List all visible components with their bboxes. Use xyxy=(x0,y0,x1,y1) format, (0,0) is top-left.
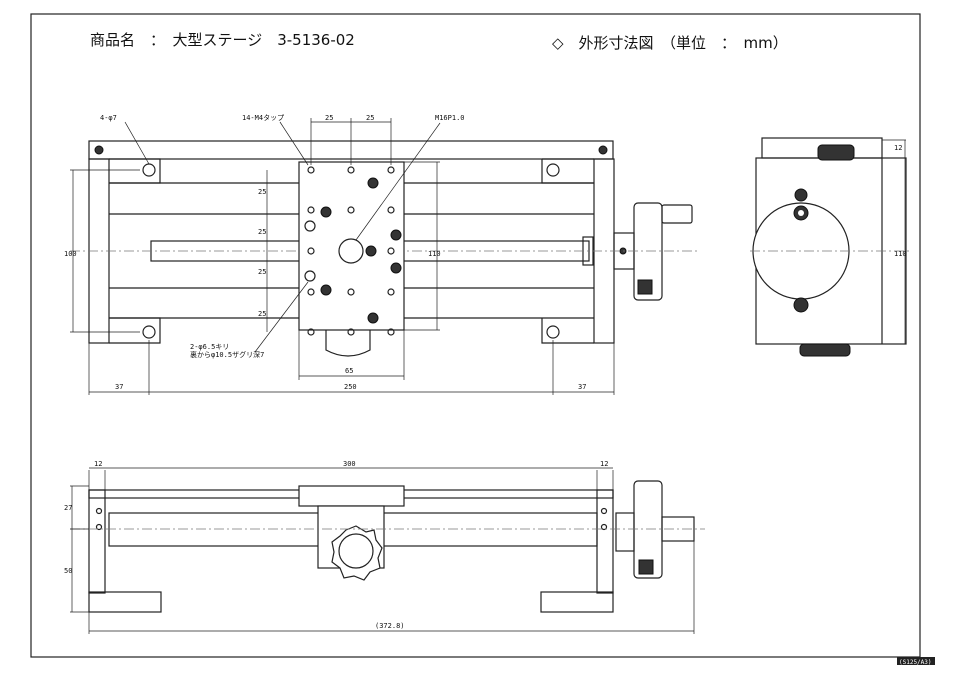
tap-holes xyxy=(304,166,402,336)
dim-pitch-y-4: 25 xyxy=(258,310,266,318)
dim-pitch-x-2: 25 xyxy=(366,114,374,122)
dim-upper-height: 27 xyxy=(64,504,72,512)
note-thread: M16P1.0 xyxy=(435,114,465,122)
top-view: 25 25 4-φ7 14-M4タップ M16P1.0 2-φ6.5キリ 裏から… xyxy=(64,113,700,395)
dim-left-offset: 37 xyxy=(115,383,123,391)
front-view: 12 300 12 27 50 (372.8) xyxy=(64,460,705,634)
dim-right-end: 12 xyxy=(600,460,608,468)
dim-pitch-y-3: 25 xyxy=(258,268,266,276)
dim-side-top: 12 xyxy=(894,144,902,152)
dim-pitch-y-2: 25 xyxy=(258,228,266,236)
dim-pitch-x-1: 25 xyxy=(325,114,333,122)
dim-left-end: 12 xyxy=(94,460,102,468)
view-title: ◇ 外形寸法図 （単位 ： mm） xyxy=(552,34,788,52)
dim-side-height: 110 xyxy=(894,250,907,258)
dim-table-width: 65 xyxy=(345,367,353,375)
product-title: 商品名 ： 大型ステージ 3-5136-02 xyxy=(90,31,355,49)
dim-overall-length: 250 xyxy=(344,383,357,391)
dim-right-offset: 37 xyxy=(578,383,586,391)
note-counterbore-2: 裏からφ10.5ザグリ深7 xyxy=(190,350,264,359)
scale-tag-box xyxy=(897,657,935,665)
side-view: 12 110 xyxy=(750,137,910,357)
dim-overall-width: (372.8) xyxy=(375,622,405,630)
dim-base-height: 100 xyxy=(64,250,77,258)
note-tap-holes: 14-M4タップ xyxy=(242,113,284,122)
center-thread-hole xyxy=(338,238,364,264)
sheet-border xyxy=(30,13,921,658)
dim-travel: 300 xyxy=(343,460,356,468)
scale-tag: (S125/A3) xyxy=(899,659,932,666)
note-counterbore-1: 2-φ6.5キリ xyxy=(190,343,229,351)
dim-table-height: 110 xyxy=(428,250,441,258)
dim-lower-height: 50 xyxy=(64,567,72,575)
dim-pitch-y-1: 25 xyxy=(258,188,266,196)
note-mount-holes: 4-φ7 xyxy=(100,114,117,122)
